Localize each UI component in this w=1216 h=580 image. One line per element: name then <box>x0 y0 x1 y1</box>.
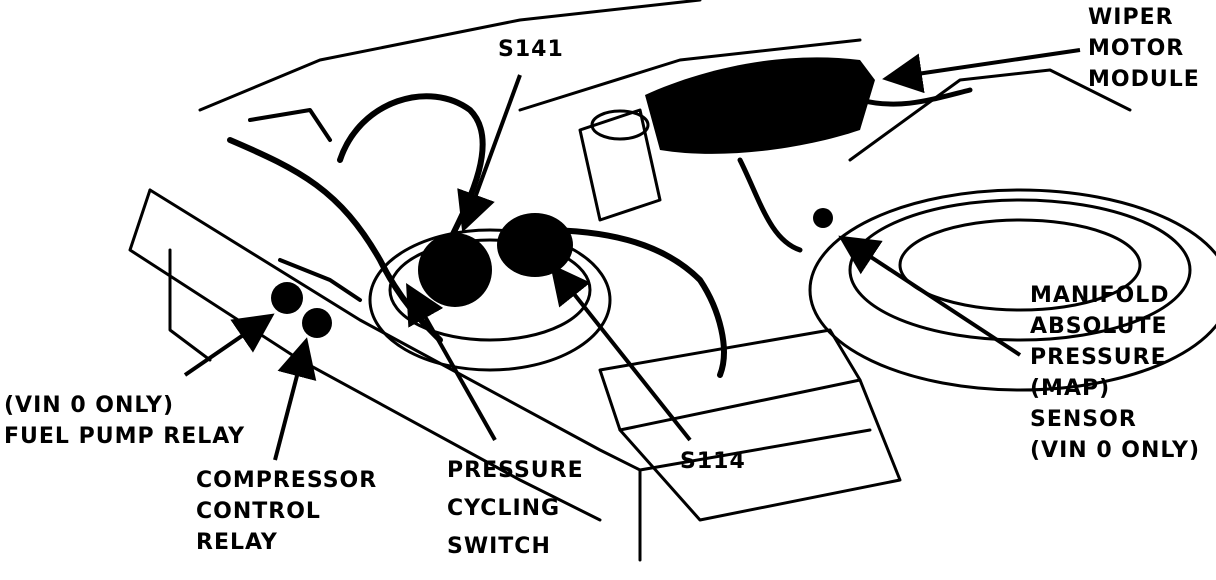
compressor-line-1: COMPRESSOR <box>196 468 378 493</box>
compressor-leader <box>273 337 317 461</box>
map-line-1: MANIFOLD <box>1030 283 1170 308</box>
map-line-6: (VIN 0 ONLY) <box>1030 438 1200 463</box>
map-sensor-shape <box>813 208 833 228</box>
fuel-line-1: (VIN 0 ONLY) <box>4 393 174 418</box>
map-leader <box>838 235 1022 357</box>
map-line-5: SENSOR <box>1030 407 1137 432</box>
wiper-line-2: MOTOR <box>1088 36 1185 61</box>
wiper-line-1: WIPER <box>1088 5 1174 30</box>
wiring-harness <box>227 137 443 343</box>
wiper-leader <box>882 48 1081 94</box>
strut-tower <box>848 68 1132 162</box>
map-sensor-label: MANIFOLD ABSOLUTE PRESSURE (MAP) SENSOR … <box>1030 280 1200 466</box>
fuel-pump-leader <box>183 313 275 377</box>
fender-bracket <box>168 248 212 362</box>
cowl-line <box>198 0 702 112</box>
s141-label: S141 <box>498 37 564 62</box>
s114-leader <box>550 263 692 442</box>
firewall-line <box>518 38 862 112</box>
compressor-relay-shape <box>302 308 332 338</box>
fuel-pump-relay-shape <box>271 282 303 314</box>
radiator-support <box>598 328 862 432</box>
wiper-motor-module-label: WIPER MOTOR MODULE <box>1088 2 1200 95</box>
pressure-line-2: CYCLING <box>447 496 561 521</box>
compressor-control-relay-label: COMPRESSOR CONTROL RELAY <box>196 465 377 558</box>
fuel-pump-relay-label: (VIN 0 ONLY) FUEL PUMP RELAY <box>4 390 245 452</box>
coolant-reservoir <box>578 108 662 222</box>
air-cleaner <box>808 188 1216 392</box>
pressure-switch-shape <box>418 233 492 307</box>
s114-splice-shape <box>497 213 573 277</box>
s114-label: S114 <box>680 449 746 474</box>
pressure-switch-leader <box>406 283 497 441</box>
pressure-cycling-switch-label: PRESSURE CYCLING SWITCH <box>447 452 584 566</box>
pressure-line-3: SWITCH <box>447 534 551 559</box>
fuel-line-2: FUEL PUMP RELAY <box>4 424 246 449</box>
compressor-line-3: RELAY <box>196 530 278 555</box>
wiper-line-3: MODULE <box>1088 67 1200 92</box>
map-line-3: PRESSURE <box>1030 345 1167 370</box>
wiper-motor-module-shape <box>645 57 875 154</box>
map-line-4: (MAP) <box>1030 376 1111 401</box>
fender-edge <box>148 188 642 562</box>
pressure-line-1: PRESSURE <box>447 458 584 483</box>
map-line-2: ABSOLUTE <box>1030 314 1168 339</box>
compressor-line-2: CONTROL <box>196 499 321 524</box>
s141-leader <box>457 74 522 233</box>
